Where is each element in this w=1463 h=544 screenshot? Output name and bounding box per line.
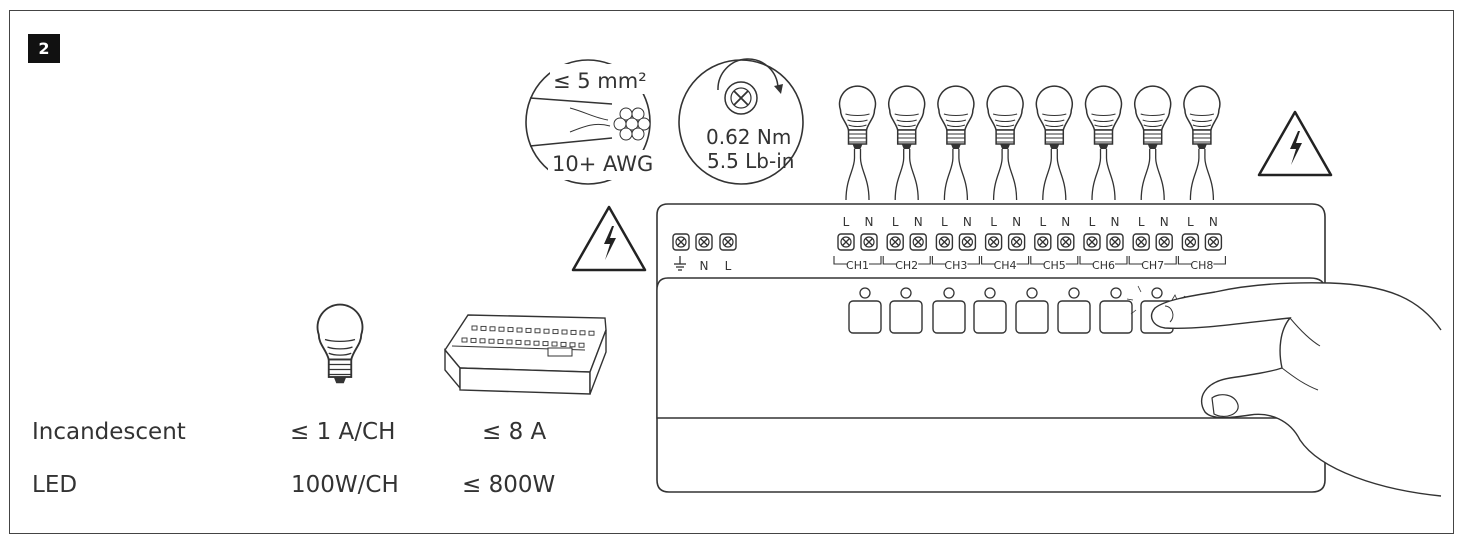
light-bulb-icon xyxy=(1183,85,1221,150)
rotate-arrow-icon xyxy=(717,58,779,91)
row-led-per-channel: 100W/CH xyxy=(291,472,399,498)
light-bulb-icon xyxy=(316,303,364,385)
channel-3: L N CH3 xyxy=(931,85,980,272)
pin-n-label: N xyxy=(1012,215,1021,229)
channel-5: L N CH5 xyxy=(1030,85,1079,272)
channel-label: CH4 xyxy=(994,259,1017,272)
screw-icon xyxy=(724,81,758,115)
pin-n-label: N xyxy=(914,215,923,229)
screw-icon xyxy=(1181,233,1200,251)
channel-button-6[interactable] xyxy=(1057,287,1091,334)
channel-6: L N CH6 xyxy=(1079,85,1128,272)
wire-size-label: ≤ 5 mm² xyxy=(553,69,647,93)
light-bulb-icon xyxy=(937,85,975,150)
module-product-icon xyxy=(444,314,607,395)
channel-led xyxy=(900,287,912,299)
channel-button-5[interactable] xyxy=(1015,287,1049,334)
pin-l-label: L xyxy=(1089,215,1096,229)
channel-button-1[interactable] xyxy=(848,287,882,334)
channel-label: CH1 xyxy=(846,259,869,272)
wire-gauge-circle xyxy=(525,59,651,185)
channel-led xyxy=(1151,287,1163,299)
pin-l-label: L xyxy=(1187,215,1194,229)
screw-icon xyxy=(860,233,878,251)
channel-label: CH6 xyxy=(1092,259,1115,272)
light-bulb-icon xyxy=(986,85,1024,150)
pin-n-label: N xyxy=(1160,215,1169,229)
hand-pressing-icon xyxy=(1126,282,1442,497)
pin-l-label: L xyxy=(1138,215,1145,229)
power-terminal-block: N L xyxy=(672,233,737,273)
torque-imperial-label: 5.5 Lb-in xyxy=(707,149,795,173)
pin-n-label: N xyxy=(963,215,972,229)
channel-led xyxy=(859,287,871,299)
channel-label: CH2 xyxy=(895,259,918,272)
screw-icon xyxy=(984,233,1003,251)
torque-circle xyxy=(678,58,804,185)
channel-2: L N CH2 xyxy=(882,85,931,272)
screw-icon xyxy=(886,233,904,251)
screw-icon xyxy=(1057,233,1075,251)
power-n-label: N xyxy=(700,259,709,273)
warning-high-voltage-icon xyxy=(571,205,647,272)
ground-symbol-icon xyxy=(674,256,686,271)
pin-l-label: L xyxy=(941,215,948,229)
pin-n-label: N xyxy=(1209,215,1218,229)
screw-icon xyxy=(1132,233,1150,251)
pin-n-label: N xyxy=(1111,215,1120,229)
light-bulb-icon xyxy=(838,85,877,150)
channel-led xyxy=(1110,287,1122,299)
channel-terminals: L N CH1 L N CH2 L N CH3 L N CH4 L N CH5 L N CH6 L N CH7 L N CH8 xyxy=(833,85,1226,272)
channel-led xyxy=(1068,287,1080,299)
row-incandescent-per-channel: ≤ 1 A/CH xyxy=(290,419,396,445)
channel-label: CH5 xyxy=(1043,259,1066,272)
light-bulb-icon xyxy=(887,85,926,150)
light-bulb-icon xyxy=(1035,85,1074,150)
channel-7: L N CH7 xyxy=(1128,85,1177,272)
screw-icon xyxy=(1083,233,1101,251)
channel-button-7[interactable] xyxy=(1099,287,1133,334)
step-badge: 2 xyxy=(28,34,60,63)
pin-l-label: L xyxy=(1039,215,1046,229)
screw-icon xyxy=(1204,233,1223,251)
row-led-type: LED xyxy=(32,472,78,498)
screw-icon xyxy=(1007,233,1026,251)
row-incandescent-total: ≤ 8 A xyxy=(482,419,547,445)
channel-8: L N CH8 xyxy=(1177,85,1226,272)
channel-1: L N CH1 xyxy=(833,85,882,272)
pin-l-label: L xyxy=(892,215,899,229)
channel-led xyxy=(984,287,996,299)
pin-n-label: N xyxy=(865,215,874,229)
light-bulb-icon xyxy=(1133,85,1172,150)
channel-led xyxy=(1026,287,1038,299)
row-incandescent-type: Incandescent xyxy=(32,419,186,445)
wire-awg-label: 10+ AWG xyxy=(552,152,654,176)
pin-n-label: N xyxy=(1061,215,1070,229)
torque-metric-label: 0.62 Nm xyxy=(706,125,792,149)
channel-led xyxy=(943,287,955,299)
pin-l-label: L xyxy=(990,215,997,229)
power-l-label: L xyxy=(725,259,732,273)
warning-high-voltage-icon xyxy=(1257,110,1333,177)
diagram-frame xyxy=(9,10,1454,534)
screw-icon xyxy=(1155,233,1173,251)
screw-icon xyxy=(837,233,855,251)
channel-label: CH7 xyxy=(1141,259,1164,272)
light-bulb-icon xyxy=(1084,85,1123,150)
channel-label: CH3 xyxy=(944,259,967,272)
screw-icon xyxy=(909,233,927,251)
channel-button-3[interactable] xyxy=(932,287,966,334)
channel-button-4[interactable] xyxy=(973,287,1007,334)
screw-icon xyxy=(1034,233,1052,251)
channel-label: CH8 xyxy=(1190,259,1213,272)
pin-l-label: L xyxy=(843,215,850,229)
channel-4: L N CH4 xyxy=(981,85,1030,272)
channel-button-2[interactable] xyxy=(889,287,923,334)
screw-icon xyxy=(1106,233,1124,251)
row-led-total: ≤ 800W xyxy=(462,472,556,498)
screw-icon xyxy=(958,233,977,251)
screw-icon xyxy=(935,233,954,251)
